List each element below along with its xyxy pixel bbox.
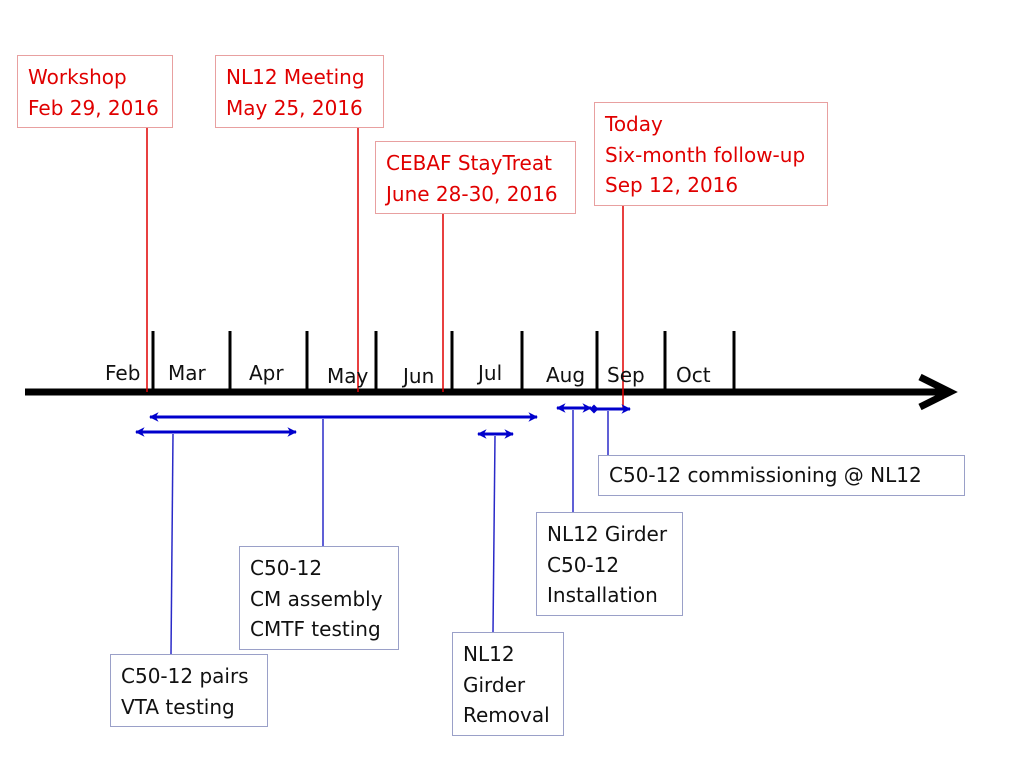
- month-label-jul: Jul: [478, 361, 503, 385]
- month-label-jun: Jun: [403, 364, 435, 388]
- event-cebaf-staytreat-date: June 28-30, 2016: [386, 181, 558, 206]
- girder-removal-leader-line: [492, 435, 496, 633]
- month-label-sep: Sep: [607, 363, 645, 387]
- month-label-apr: Apr: [249, 361, 284, 385]
- event-today-date: Sep 12, 2016: [605, 173, 739, 197]
- month-label-mar: Mar: [168, 361, 206, 385]
- event-workshop-title: Workshop: [28, 65, 127, 89]
- task-commissioning: C50-12 commissioning @ NL12: [598, 455, 965, 496]
- event-today-title: Today: [605, 112, 663, 136]
- task-cm-assembly-line3: CMTF testing: [250, 617, 381, 641]
- timeline-arrowhead: [918, 373, 958, 411]
- event-nl12-meeting-title: NL12 Meeting: [226, 65, 365, 89]
- month-label-aug: Aug: [546, 363, 586, 387]
- task-girder-removal-line1: NL12: [463, 642, 515, 666]
- task-girder-installation-line3: Installation: [547, 583, 658, 607]
- event-today-subtitle: Six-month follow-up: [605, 142, 806, 167]
- task-girder-installation: NL12 Girder C50-12 Installation: [536, 512, 683, 616]
- event-cebaf-staytreat: CEBAF StayTreat June 28-30, 2016: [375, 141, 576, 214]
- event-workshop: Workshop Feb 29, 2016: [17, 55, 173, 128]
- vta-testing-leader-line: [170, 433, 174, 655]
- event-cebaf-staytreat-title: CEBAF StayTreat: [386, 151, 552, 175]
- event-workshop-date: Feb 29, 2016: [28, 95, 159, 120]
- event-nl12-meeting-date: May 25, 2016: [226, 95, 363, 120]
- task-cm-assembly-line2: CM assembly: [250, 586, 383, 611]
- task-cm-assembly-line1: C50-12: [250, 556, 323, 580]
- task-cm-assembly: C50-12 CM assembly CMTF testing: [239, 546, 399, 650]
- task-girder-installation-line1: NL12 Girder: [547, 522, 668, 546]
- task-vta-testing-line1: C50-12 pairs: [121, 664, 249, 688]
- event-nl12-meeting: NL12 Meeting May 25, 2016: [215, 55, 384, 128]
- month-label-oct: Oct: [676, 363, 711, 387]
- month-label-may: May: [327, 364, 369, 388]
- event-today: Today Six-month follow-up Sep 12, 2016: [594, 102, 828, 206]
- task-commissioning-label: C50-12 commissioning @ NL12: [609, 463, 922, 487]
- task-girder-removal-line3: Removal: [463, 703, 550, 727]
- task-girder-removal-line2: Girder: [463, 672, 526, 697]
- task-girder-installation-line2: C50-12: [547, 552, 620, 577]
- task-vta-testing-line2: VTA testing: [121, 694, 235, 719]
- month-label-feb: Feb: [105, 361, 141, 385]
- task-girder-removal: NL12 Girder Removal: [452, 632, 564, 736]
- task-vta-testing: C50-12 pairs VTA testing: [110, 654, 268, 727]
